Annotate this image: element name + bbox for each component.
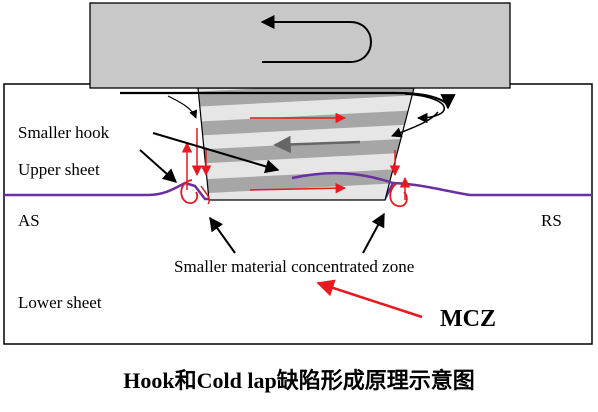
label-smaller-mcz: Smaller material concentrated zone	[174, 257, 414, 276]
label-mcz: MCZ	[440, 306, 496, 332]
interface-lift-curve	[291, 171, 394, 185]
tool-pin	[198, 88, 414, 200]
label-upper-sheet: Upper sheet	[18, 160, 100, 179]
leader-smaller-mcz-rs	[362, 212, 385, 254]
hook-curl-as	[180, 179, 199, 204]
flow-arrow-loop	[404, 93, 446, 124]
hook-curl-as-inner	[200, 185, 211, 205]
flow-arrow-rs	[391, 111, 439, 138]
hook-curl-rs	[389, 183, 408, 208]
label-lower-sheet: Lower sheet	[18, 293, 102, 312]
leader-smaller-mcz-as	[209, 216, 236, 254]
rotation-arrow	[260, 15, 372, 63]
label-rs: RS	[541, 211, 562, 230]
red-flow-lower	[249, 182, 347, 194]
flow-arrow-back	[273, 135, 361, 154]
figure-caption: Hook和Cold lap缺陷形成原理示意图	[123, 368, 474, 393]
label-smaller-hook: Smaller hook	[18, 123, 110, 142]
flow-arrow-top	[120, 91, 456, 110]
mcz-arrow	[316, 279, 423, 319]
leader-smaller-hook	[152, 132, 280, 174]
label-as: AS	[18, 211, 40, 230]
flow-arrow-as	[167, 95, 198, 119]
leader-upper-sheet	[139, 149, 178, 183]
tool-shoulder	[89, 2, 511, 89]
